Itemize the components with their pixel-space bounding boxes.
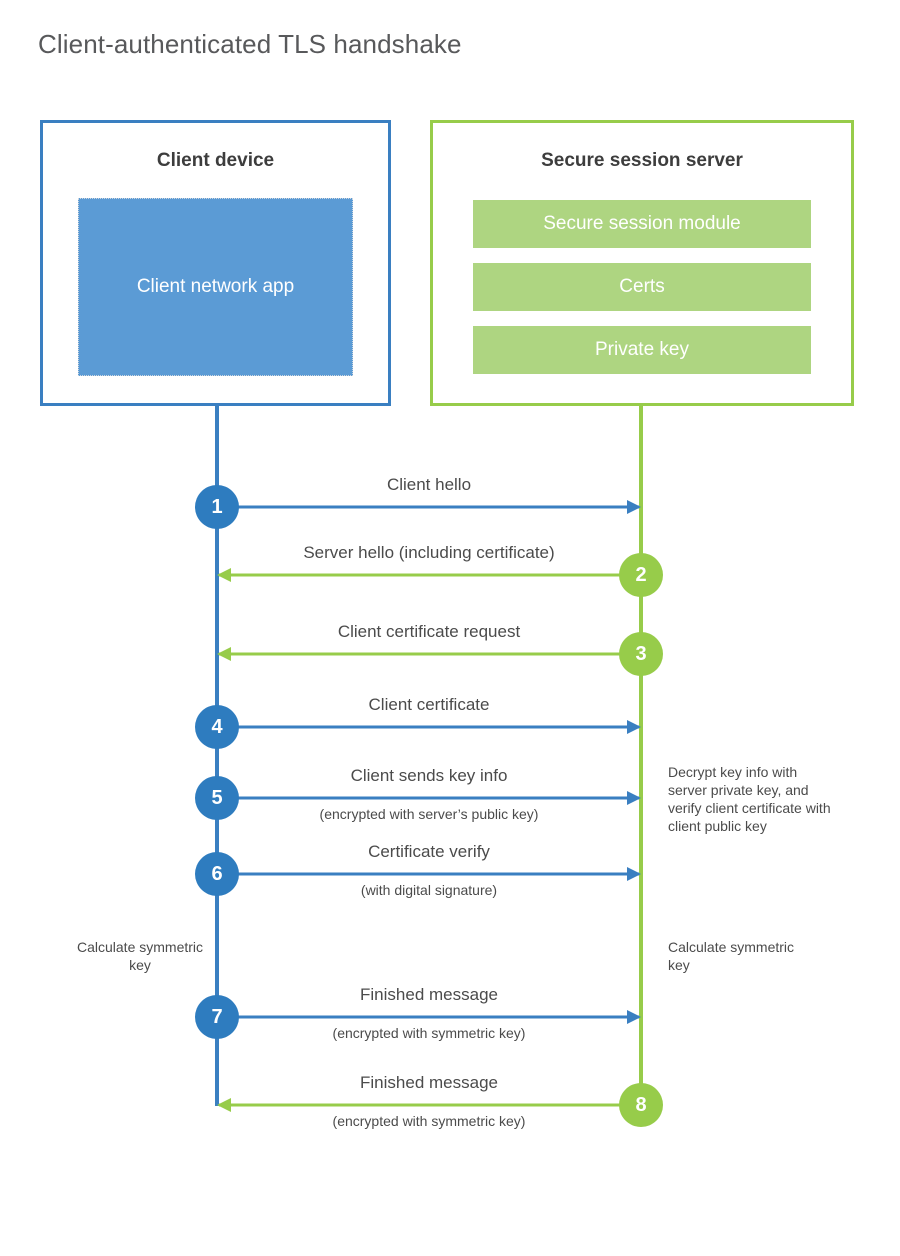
message-arrow — [217, 1010, 641, 1024]
client-network-app-label: Client network app — [136, 276, 295, 297]
secure-session-server-title: Secure session server — [541, 150, 743, 171]
message-sublabel: (encrypted with symmetric key) — [332, 1025, 526, 1041]
step-circle-3: 3 — [619, 632, 663, 676]
message-arrow — [217, 647, 641, 661]
step-circle-4: 4 — [195, 705, 239, 749]
server-component-bar: Secure session module — [473, 200, 811, 248]
step-circle-8: 8 — [619, 1083, 663, 1127]
step-circle-2: 2 — [619, 553, 663, 597]
server-component-bar: Certs — [473, 263, 811, 311]
secure-session-server-box: Secure session server Secure session mod… — [430, 120, 854, 406]
client-device-title: Client device — [156, 150, 275, 171]
message-label: Client certificate — [368, 695, 490, 714]
note-server-calculate-symmetric-key: Calculate symmetric key — [668, 939, 795, 973]
message-label: Server hello (including certificate) — [303, 543, 555, 562]
message-label: Client sends key info — [350, 766, 508, 785]
client-device-box: Client device Client network app — [40, 120, 391, 406]
page-title: Client-authenticated TLS handshake — [38, 29, 462, 59]
message-arrow — [217, 568, 641, 582]
message-label: Finished message — [360, 1073, 498, 1092]
note-client-calculate-symmetric-key: Calculate symmetric key — [76, 939, 204, 973]
step-circle-6: 6 — [195, 852, 239, 896]
server-lifeline — [639, 406, 643, 1106]
message-sublabel: (encrypted with symmetric key) — [332, 1113, 526, 1129]
server-component-bar: Private key — [473, 326, 811, 374]
message-label: Client hello — [386, 475, 472, 494]
note-server-decrypt-verify: Decrypt key info with server private key… — [668, 764, 831, 834]
message-arrow — [217, 791, 641, 805]
message-arrow — [217, 720, 641, 734]
message-arrow — [217, 500, 641, 514]
client-network-app-block: Client network app — [78, 198, 353, 376]
message-label: Finished message — [360, 985, 498, 1004]
message-arrow — [217, 1098, 641, 1112]
message-label: Client certificate request — [337, 622, 521, 641]
message-arrow — [217, 867, 641, 881]
client-lifeline — [215, 406, 219, 1106]
step-circle-7: 7 — [195, 995, 239, 1039]
message-label: Certificate verify — [368, 842, 490, 861]
step-circle-5: 5 — [195, 776, 239, 820]
message-sublabel: (with digital signature) — [360, 882, 498, 898]
step-circle-1: 1 — [195, 485, 239, 529]
message-sublabel: (encrypted with server’s public key) — [319, 806, 539, 822]
